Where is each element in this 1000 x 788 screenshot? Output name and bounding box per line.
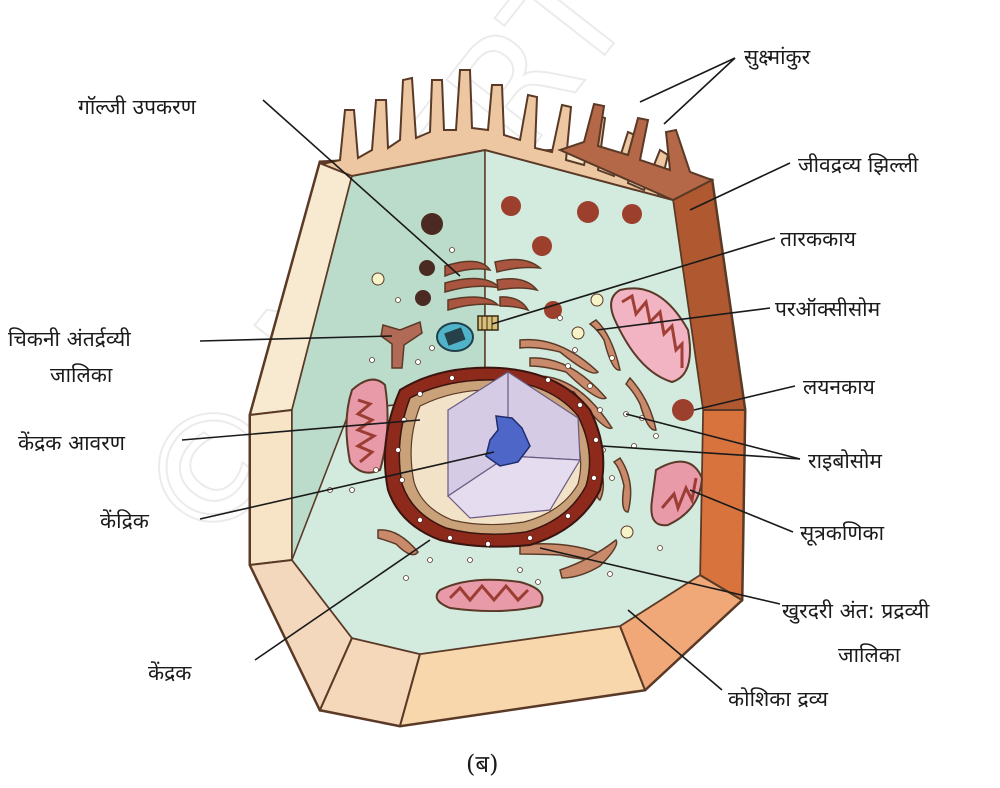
mitochondrion [435, 578, 544, 613]
vesicle [421, 213, 443, 235]
peroxisome [371, 272, 385, 286]
microvilli-surface [318, 69, 674, 201]
peroxisome [590, 293, 604, 307]
leader-rer [539, 547, 781, 605]
label-nucleus: केंद्रक [148, 661, 192, 685]
smooth-er [380, 320, 423, 369]
label-cytoplasm: कोशिका द्रव्य [728, 687, 829, 711]
label-centrosome: तारककाय [780, 227, 857, 251]
leader-lines [181, 57, 801, 691]
lysosome [577, 201, 599, 223]
label-mitochondria: सूत्रकणिका [800, 521, 885, 546]
peroxisome [571, 326, 585, 340]
lysosome [672, 399, 694, 421]
label-rer-line1: खुरदरी अंत: प्रद्रव्यी [782, 599, 930, 624]
leader-ribosome-a [625, 413, 801, 460]
figure-caption: (ब) [466, 750, 498, 778]
microvilli-right-edge [557, 102, 715, 202]
label-plasma-membrane: जीवद्रव्य झिल्ली [798, 153, 919, 177]
leader-centrosome [491, 237, 776, 325]
mitochondrion [650, 460, 704, 527]
leader-peroxisome [596, 307, 771, 331]
organelles [327, 196, 704, 613]
peroxisome [620, 525, 634, 539]
lysosome [544, 301, 562, 319]
mitochondrion [345, 378, 389, 474]
label-golgi: गॉल्जी उपकरण [78, 95, 197, 119]
label-peroxisome: परऑक्सीसोम [775, 297, 881, 321]
lysosome [622, 204, 642, 224]
leader-ser [199, 335, 393, 342]
nucleus [383, 366, 605, 548]
label-lysosome: लयनकाय [803, 375, 876, 399]
label-rer-line2: जालिका [838, 643, 901, 667]
label-nuclear-envelope: केंद्रक आवरण [18, 431, 126, 455]
nucleolus [485, 415, 531, 467]
label-ribosome: राइबोसोम [808, 449, 882, 473]
leader-cytoplasm [627, 609, 723, 691]
mitochondrion [610, 287, 691, 384]
vesicle [415, 290, 431, 306]
ribosomes [327, 247, 663, 585]
leader-ribosome-b [601, 445, 801, 460]
leader-golgi [262, 99, 461, 277]
label-microvilli: सुक्ष्मांकुर [744, 45, 811, 70]
leader-microvilli-b [663, 57, 736, 125]
vesicle [419, 260, 435, 276]
centrosome [436, 315, 499, 352]
label-ser-line2: जालिका [50, 363, 113, 387]
label-nucleolus: केंद्रिक [100, 509, 150, 533]
golgi-apparatus [444, 258, 543, 312]
leader-nucleolus [199, 451, 495, 520]
lysosome [501, 196, 521, 216]
leader-microvilli-a [639, 57, 736, 103]
leader-nucleus [254, 539, 431, 661]
labels: सुक्ष्मांकुर गॉल्जी उपकरण जीवद्रव्य झिल्… [8, 45, 930, 778]
lysosome [532, 236, 552, 256]
label-ser-line1: चिकनी अंतर्द्रव्यी [8, 327, 131, 351]
leader-lysosome [693, 385, 796, 411]
leader-mitochondria [689, 489, 794, 533]
leader-plasma-membrane [689, 162, 791, 211]
leader-nuclear-envelope [181, 419, 421, 441]
